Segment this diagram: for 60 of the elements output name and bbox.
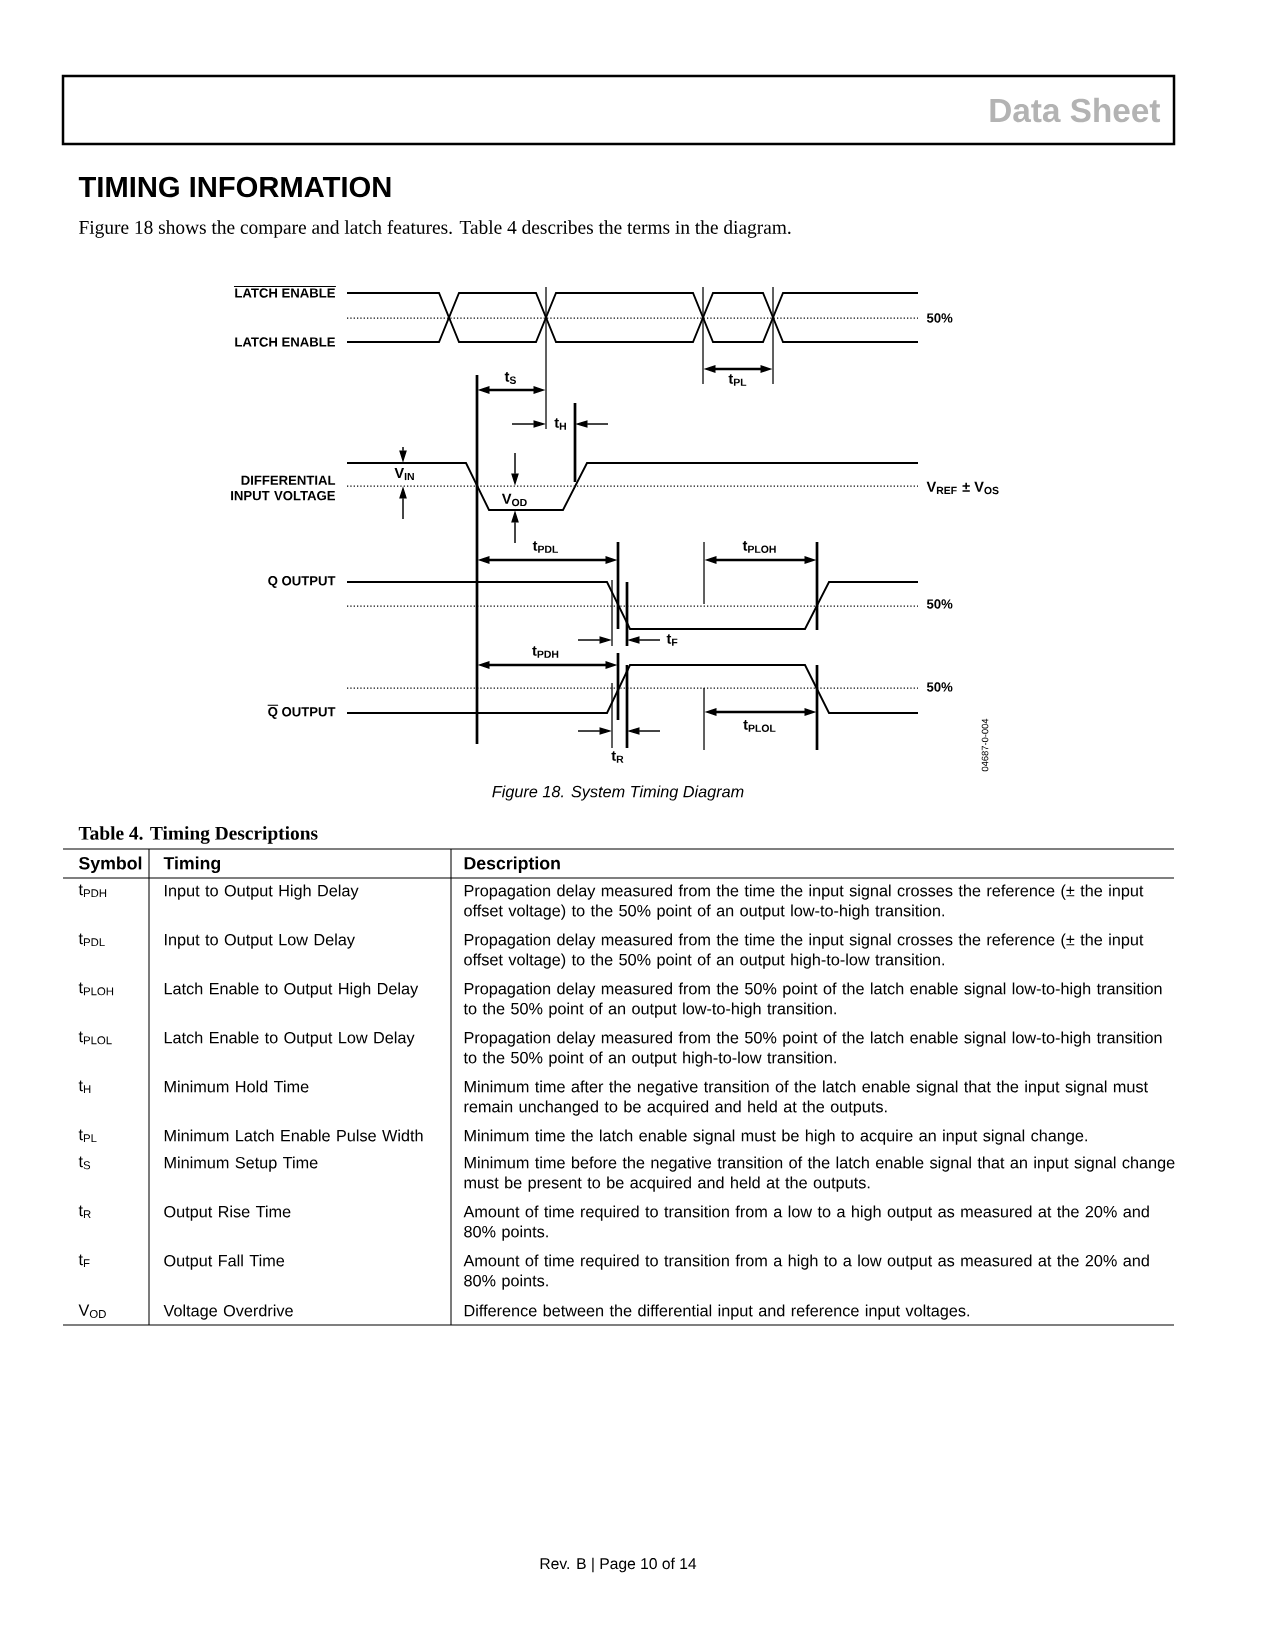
column-header: Description xyxy=(464,856,560,873)
table-cell: Input to Output High Delay xyxy=(165,884,359,900)
table-cell: Output Fall Time xyxy=(164,1254,285,1270)
table-cell: Propagation delay measured from the 50% point of the latch enable signal low-to-high transition to the 50% point of an output high-to-low transition. xyxy=(463,1031,1162,1067)
table-cell: Difference between the differential input and reference input voltages. xyxy=(464,1304,970,1320)
table-cell: Output Rise Time xyxy=(164,1205,291,1221)
level-label: 50% xyxy=(926,313,953,323)
table-cell: Latch Enable to Output Low Delay xyxy=(164,1031,415,1047)
header-label: Data Sheet xyxy=(990,97,1161,123)
timing-label: t$_{PL}$ xyxy=(728,374,747,386)
timing-label: t$_{S}$ xyxy=(504,372,516,384)
timing-label: t$_{PDL}$ xyxy=(532,541,558,553)
voltage-label: V$_{IN}$ xyxy=(394,467,414,481)
signal-label: LATCH ENABLE xyxy=(235,337,335,347)
table-cell: Minimum time after the negative transition of the latch enable signal that the input signal must remain unchanged to be acquired and held at the outputs. xyxy=(464,1080,1148,1116)
table-cell: Voltage Overdrive xyxy=(163,1304,293,1320)
table-cell: Minimum time the latch enable signal must be high to acquire an input signal change. xyxy=(464,1129,1087,1145)
timing-label: t$_{H}$ xyxy=(554,418,566,430)
table-cell: Propagation delay measured from the time the input signal crosses the reference (± the input offset voltage) to the 50% point of an output high-to-low transition. xyxy=(464,933,1144,969)
table-cell: t$_{H}$ xyxy=(78,1080,91,1094)
table-cell: Latch Enable to Output High Delay xyxy=(164,982,419,998)
table-cell: Amount of time required to transition from a low to a high output as measured at the 20% and 80% points. xyxy=(463,1205,1149,1241)
table-cell: Propagation delay measured from the time the input signal crosses the reference (± the input offset voltage) to the 50% point of an output low-to-high transition. xyxy=(464,884,1144,920)
timing-label: t$_{PDH}$ xyxy=(532,646,559,658)
table-cell: V$_{OD}$ xyxy=(78,1304,106,1318)
section-title: TIMING INFORMATION xyxy=(78,176,391,198)
timing-label: t$_{PLOL}$ xyxy=(743,720,776,732)
timing-label: t$_{F}$ xyxy=(666,634,678,646)
signal-label: Q OUTPUT xyxy=(268,576,336,588)
table-cell: Minimum Setup Time xyxy=(164,1156,318,1172)
figure-caption: Figure 18. System Timing Diagram xyxy=(492,785,744,801)
table-cell: t$_{PLOL}$ xyxy=(78,1031,112,1045)
page-footer: Rev. B | Page 10 of 14 xyxy=(540,1557,697,1573)
table-cell: t$_{R}$ xyxy=(78,1205,91,1219)
table-cell: Propagation delay measured from the 50% point of the latch enable signal low-to-high transition to the 50% point of an output low-to-high transition. xyxy=(463,982,1162,1018)
voltage-label: V$_{OD}$ xyxy=(501,493,527,507)
table-cell: t$_{PDL}$ xyxy=(78,933,105,947)
table-cell: Minimum Hold Time xyxy=(164,1080,309,1093)
level-label: 50% xyxy=(926,682,953,692)
level-label: V$_{REF}$ ± V$_{OS}$ xyxy=(926,481,999,495)
level-label: 50% xyxy=(926,599,953,609)
table-cell: Amount of time required to transition from a high to a low output as measured at the 20% and 80% points. xyxy=(463,1254,1149,1290)
table-cell: t$_{S}$ xyxy=(78,1156,91,1170)
table-cell: t$_{PLOH}$ xyxy=(78,982,114,996)
column-header: Timing xyxy=(163,856,221,874)
intro-paragraph: Figure 18 shows the compare and latch features. Table 4 describes the terms in the diagram. xyxy=(79,220,791,238)
signal-label: Q OUTPUT xyxy=(267,704,336,719)
table-cell: t$_{F}$ xyxy=(78,1254,90,1268)
table-title: Table 4. Timing Descriptions xyxy=(78,826,318,844)
table-cell: Minimum Latch Enable Pulse Width xyxy=(164,1129,423,1142)
table-cell: Minimum time before the negative transition of the latch enable signal that an input signal change must be present to be acquired and held at the outputs. xyxy=(464,1156,1175,1192)
figure-code: 04687-0-004 xyxy=(981,718,989,772)
table-cell: t$_{PL}$ xyxy=(78,1129,97,1143)
timing-label: t$_{PLOH}$ xyxy=(742,541,776,553)
timing-label: t$_{R}$ xyxy=(611,751,624,763)
table-cell: t$_{PDH}$ xyxy=(78,884,107,898)
signal-label: LATCH ENABLE xyxy=(233,285,337,298)
table-cell: Input to Output Low Delay xyxy=(165,933,355,949)
column-header: Symbol xyxy=(79,856,142,873)
signal-label: DIFFERENTIAL INPUT VOLTAGE xyxy=(231,475,336,501)
